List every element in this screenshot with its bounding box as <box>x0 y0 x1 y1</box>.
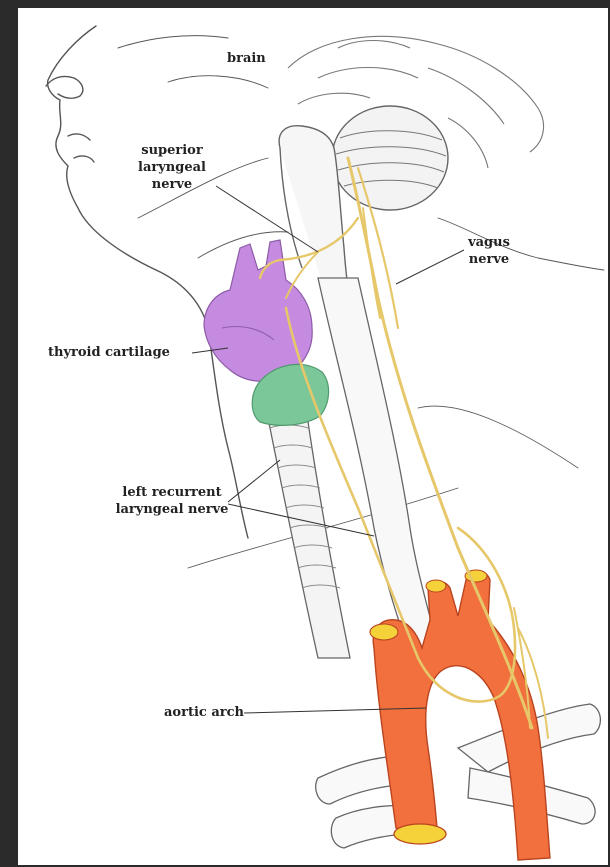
label-superior-laryngeal-line-3: nerve <box>134 176 210 193</box>
label-brain: brain <box>227 50 266 67</box>
label-recurrent-line-2: laryngeal nerve <box>114 501 230 518</box>
aorta-lumen-top <box>370 624 398 640</box>
label-thyroid-cartilage: thyroid cartilage <box>48 344 170 361</box>
trachea <box>266 408 350 658</box>
label-vagus-line-1: vagus <box>462 234 516 251</box>
label-vagus-nerve: vagus nerve <box>462 234 516 268</box>
label-vagus-line-2: nerve <box>462 251 516 268</box>
illustration-canvas: brain superior laryngeal nerve vagus ner… <box>18 8 608 865</box>
thyroid-cartilage <box>204 240 312 381</box>
vagus-nerve-anatomy-illustration <box>18 8 608 865</box>
label-recurrent-line-1: left recurrent <box>114 484 230 501</box>
subclavian-branches <box>316 704 601 848</box>
label-aortic-arch: aortic arch <box>164 704 244 721</box>
label-superior-laryngeal-nerve: superior laryngeal nerve <box>134 142 210 193</box>
vagus-nerve-branch-2 <box>363 208 380 318</box>
label-superior-laryngeal-line-2: laryngeal <box>134 159 210 176</box>
label-superior-laryngeal-line-1: superior <box>134 142 210 159</box>
leader-vagus <box>396 250 464 284</box>
label-left-recurrent-laryngeal-nerve: left recurrent laryngeal nerve <box>114 484 230 518</box>
aorta-branch-lumen-1 <box>426 580 446 592</box>
aorta-lumen-bottom <box>394 824 446 844</box>
